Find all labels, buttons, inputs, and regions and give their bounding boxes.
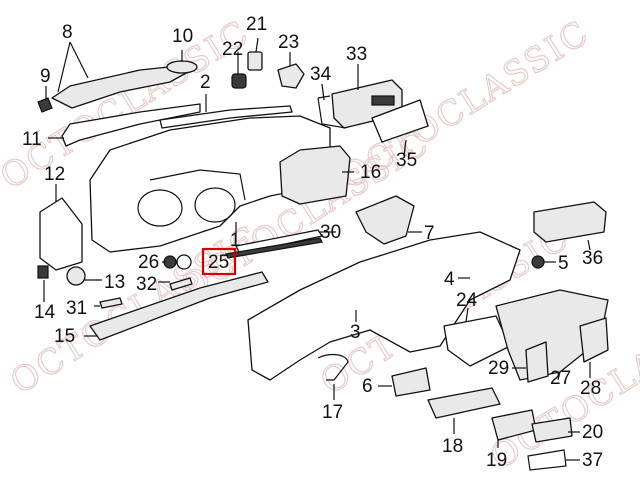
callout-11: 11 — [22, 129, 42, 150]
part-36-tray — [533, 201, 607, 243]
callout-5: 5 — [558, 253, 569, 274]
callout-31: 31 — [66, 298, 87, 319]
callout-9: 9 — [40, 66, 51, 87]
callout-19: 19 — [486, 450, 507, 471]
leader-35 — [403, 139, 407, 157]
part-13-knob — [66, 266, 86, 286]
part-18-module — [427, 387, 501, 419]
part-17-stand — [317, 353, 349, 381]
part-6-bracket — [391, 367, 431, 397]
callout-30: 30 — [320, 222, 341, 243]
callout-10: 10 — [172, 26, 193, 47]
part-2-grille — [159, 105, 293, 129]
part-16-airbag — [279, 145, 351, 205]
part-15-lower-trim — [89, 271, 269, 341]
leader-34 — [321, 83, 325, 101]
callout-33: 33 — [346, 44, 367, 65]
leader-8 — [57, 41, 89, 93]
callout-1: 1 — [230, 230, 241, 251]
part-25-rod — [225, 237, 323, 259]
part-29-vent — [525, 341, 549, 383]
callout-16: 16 — [360, 162, 381, 183]
leader-36 — [587, 239, 591, 251]
part-25-ring — [176, 254, 192, 270]
leader-24 — [465, 307, 469, 323]
callout-25-highlight-box — [201, 247, 237, 276]
part-10-speaker — [166, 60, 198, 74]
leader-27 — [557, 371, 561, 381]
part-11-left-trim — [61, 103, 201, 147]
callout-23: 23 — [278, 32, 299, 53]
part-27-console — [495, 289, 609, 381]
part-31-switch — [99, 297, 123, 309]
part-1-gauge — [194, 187, 236, 223]
part-24-bracket — [443, 315, 511, 367]
callout-35: 35 — [396, 150, 417, 171]
callout-24: 24 — [456, 290, 478, 311]
callout-22: 22 — [222, 39, 243, 60]
callout-28: 28 — [580, 378, 601, 399]
part-33-display — [371, 95, 395, 106]
callout-7: 7 — [424, 223, 435, 244]
callout-8: 8 — [62, 22, 73, 43]
part-9-clip — [37, 97, 53, 113]
part-1-cluster-hood — [149, 169, 246, 201]
callout-14: 14 — [34, 302, 56, 323]
part-7-duct — [355, 195, 415, 245]
callout-2: 2 — [200, 72, 211, 93]
callout-25: 25 — [208, 252, 229, 273]
callout-13: 13 — [104, 272, 125, 293]
callout-36: 36 — [582, 248, 603, 269]
callout-29: 29 — [488, 358, 509, 379]
part-5-grommet — [531, 255, 545, 269]
leader-lines — [43, 37, 591, 461]
callout-26: 26 — [138, 252, 159, 273]
callout-3: 3 — [350, 322, 361, 343]
part-22-knob — [231, 73, 247, 89]
callout-15: 15 — [54, 326, 75, 347]
part-32-strip — [169, 277, 193, 291]
part-37-bracket — [527, 449, 567, 471]
callout-27: 27 — [550, 368, 571, 389]
part-35-bezel — [371, 99, 429, 143]
callout-32: 32 — [136, 274, 157, 295]
part-12-end-cap — [39, 197, 83, 271]
callout-34: 34 — [310, 64, 332, 85]
part-21-switch — [247, 51, 263, 71]
callout-21: 21 — [246, 14, 267, 35]
part-14-clip — [37, 265, 49, 279]
callout-20: 20 — [582, 422, 603, 443]
parts — [37, 51, 609, 471]
callout-12: 12 — [44, 164, 65, 185]
part-28-vent — [579, 317, 609, 363]
part-20-panel — [531, 417, 573, 443]
callout-37: 37 — [582, 450, 603, 471]
callout-6: 6 — [362, 376, 373, 397]
part-3-frame — [247, 231, 521, 381]
callout-18: 18 — [442, 436, 463, 457]
callouts: 8 9 10 21 22 23 33 2 34 11 35 16 12 30 7… — [22, 14, 603, 471]
part-23-bracket — [277, 63, 305, 89]
callout-4: 4 — [444, 269, 455, 290]
leader-21 — [255, 37, 259, 53]
callout-17: 17 — [322, 402, 343, 423]
part-1-gauge — [137, 189, 183, 227]
